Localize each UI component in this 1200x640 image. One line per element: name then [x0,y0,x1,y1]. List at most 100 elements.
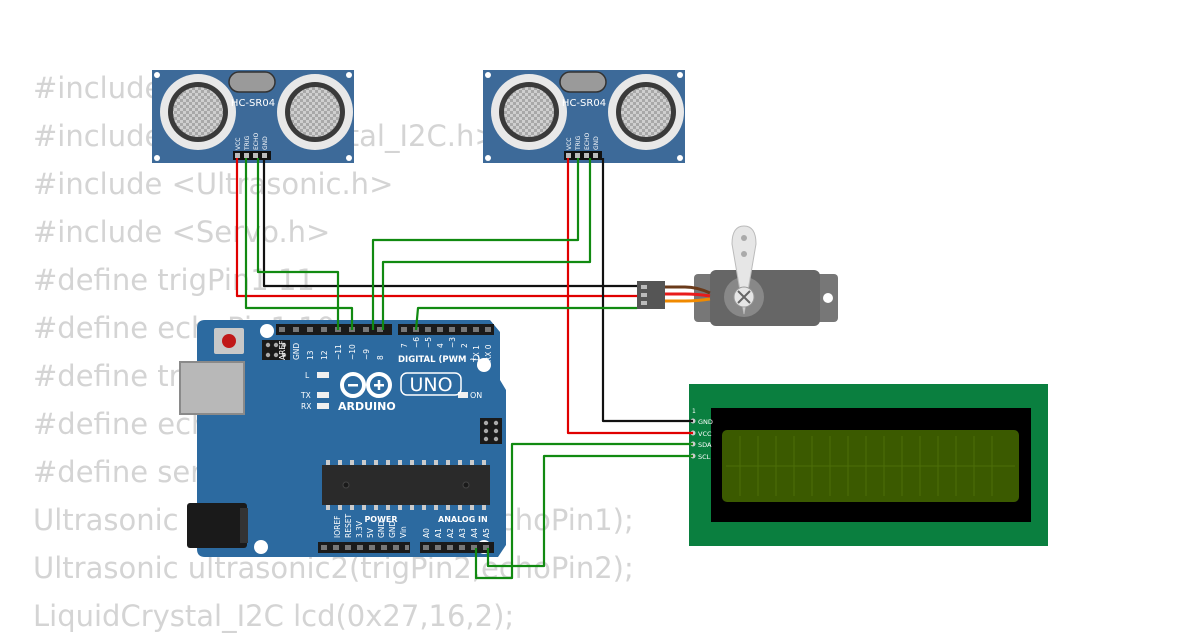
pin-label: 3.3V [355,520,364,538]
pin-label: 12 [320,350,329,360]
pin-label: GND [377,521,386,538]
lcd-display-i2c[interactable]: 1 GND VCC SDA SCL [689,384,1048,546]
power-header[interactable] [318,542,410,553]
header-pin[interactable] [584,153,589,158]
code-line: LiquidCrystal_I2C lcd(0x27,16,2); [33,599,515,633]
servo-motor[interactable] [637,225,838,326]
analog-pin-labels: A0 A1 A2 A3 A4 A5 [422,528,491,538]
header-pin[interactable] [566,153,571,158]
lcd-pin-labels: GND VCC SDA SCL [698,418,713,461]
digital-header-left[interactable] [276,324,392,335]
mount-hole [677,72,683,78]
power-jack[interactable] [187,503,247,548]
pin-label: 2 [460,343,469,348]
pin-label: A5 [482,528,491,538]
analog-header[interactable] [420,542,494,553]
digital-header-label: DIGITAL (PWM ~) [398,355,480,365]
pin-label: A4 [470,528,479,538]
led-l-label: L [305,371,310,380]
pin-label: 4 [436,343,445,348]
pin-label: ~10 [348,344,357,360]
code-line: #define trigPin1 11 [33,263,315,297]
wire-left-gnd[interactable] [262,158,637,288]
mount-hole [477,358,491,372]
analog-header-label: ANALOG IN [438,515,488,524]
pin-label: ~9 [362,349,371,360]
pin-header [233,151,271,160]
usb-connector[interactable] [179,361,245,415]
mount-hole [346,155,352,161]
pin-label-sda: SDA [698,441,712,449]
mount-hole [154,155,160,161]
mount-hole [677,155,683,161]
pin-label-gnd: GND [593,136,600,150]
transducer-mesh [504,87,554,137]
transducer-mesh [621,87,671,137]
uno-badge [400,372,462,396]
pin-label: RESET [344,514,353,538]
pin-label: TX 1 [472,345,481,363]
ultrasonic-sensor-left[interactable]: HC-SR04 VCC TRIG ECHO GND [152,70,354,163]
pin-header [564,151,602,160]
led-tx [317,392,329,398]
pin-label-gnd: GND [262,136,269,150]
wire-left-trig[interactable] [244,158,354,330]
servo-horn[interactable] [731,225,757,315]
header-pin[interactable] [593,153,598,158]
pin-label-trig: TRIG [244,135,251,151]
ultrasonic-sensor-right[interactable]: HC-SR04 VCC TRIG ECHO GND [483,70,685,163]
mount-hole [485,155,491,161]
connector-pin[interactable] [641,293,647,297]
pin-label: 7 [400,343,409,348]
pin-label-echo: ECHO [584,133,591,150]
header-pin[interactable] [235,153,240,158]
digital-header-right[interactable] [398,324,494,335]
header-pin[interactable] [575,153,580,158]
led-on [458,392,468,398]
wire-lcd-scl[interactable] [486,454,693,568]
mount-hole [823,293,833,303]
sensor-model-label: HC-SR04 [562,98,606,109]
crystal-oscillator [228,71,276,93]
pin-label: A0 [422,528,431,538]
led-rx-label: RX [301,402,311,411]
digital-pin-labels: AREF GND 13 12 ~11 ~10 ~9 8 7 ~6 ~5 4 ~3… [278,337,493,363]
servo-cable-brown [665,285,711,295]
header-pin[interactable] [262,153,267,158]
pin-label: 5V [366,527,375,538]
connector-pin[interactable] [641,301,647,305]
wire-left-vcc[interactable] [235,158,637,298]
wire-lcd-sda[interactable] [474,442,693,580]
header-pin[interactable] [253,153,258,158]
wire-right-vcc[interactable] [566,158,693,435]
arduino-uno-board[interactable]: AREF GND 13 12 ~11 ~10 ~9 8 7 ~6 ~5 4 ~3… [179,320,506,557]
pin-label-vcc: VCC [566,138,573,150]
wire-servo-signal[interactable] [414,306,637,331]
wire-right-echo[interactable] [381,158,592,330]
code-line: #include <Servo.h> [33,215,331,249]
screw-cross-icon [737,290,751,304]
header-pin[interactable] [244,153,249,158]
pin-label: A1 [434,528,443,538]
led-l [317,372,329,378]
transducer-mesh [173,87,223,137]
pin-label: ~5 [424,337,433,348]
wire-right-gnd[interactable] [601,158,693,423]
mount-hole [485,72,491,78]
wire-left-echo[interactable] [256,158,340,330]
pin1-marker: 1 [692,408,696,415]
mount-hole [254,540,268,554]
wire-right-trig[interactable] [371,158,580,330]
pin-label: A3 [458,528,467,538]
board-brand-label: ARDUINO [338,400,396,413]
led-rx [317,403,329,409]
mount-hole [154,72,160,78]
pin-label-vcc: VCC [698,430,712,438]
reset-button[interactable] [222,334,236,348]
led-tx-label: TX [300,391,311,400]
pin-label: RX 0 [484,344,493,362]
pin-label: 13 [306,350,315,360]
connector-pin[interactable] [641,285,647,289]
pin-label: IOREF [333,516,342,538]
